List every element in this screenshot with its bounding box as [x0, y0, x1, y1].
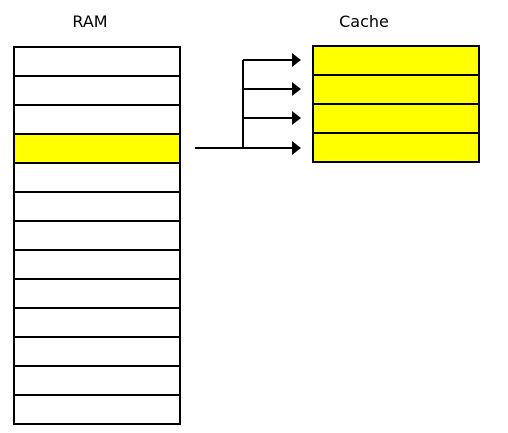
- ram-row-11: [13, 336, 181, 367]
- arrowhead-4: [292, 141, 301, 155]
- arrowhead-3: [292, 111, 301, 125]
- ram-row-7: [13, 220, 181, 251]
- ram-row-12: [13, 365, 181, 396]
- connector-arrowheads: [292, 53, 301, 155]
- ram-block: [13, 46, 181, 425]
- ram-title: RAM: [72, 12, 107, 31]
- ram-row-2: [13, 75, 181, 106]
- cache-row-4-highlighted: [312, 132, 480, 163]
- arrowhead-2: [292, 82, 301, 96]
- connector-lines: [195, 59, 292, 149]
- ram-row-9: [13, 278, 181, 309]
- cache-block: [312, 45, 480, 163]
- ram-row-1: [13, 46, 181, 77]
- cache-row-1-highlighted: [312, 45, 480, 76]
- ram-row-8: [13, 249, 181, 280]
- ram-row-13: [13, 394, 181, 425]
- ram-row-4-highlighted: [13, 133, 181, 164]
- arrowhead-1: [292, 53, 301, 67]
- ram-row-5: [13, 162, 181, 193]
- cache-row-3-highlighted: [312, 103, 480, 134]
- ram-row-6: [13, 191, 181, 222]
- ram-row-10: [13, 307, 181, 338]
- cache-row-2-highlighted: [312, 74, 480, 105]
- ram-row-3: [13, 104, 181, 135]
- cache-title: Cache: [339, 12, 389, 31]
